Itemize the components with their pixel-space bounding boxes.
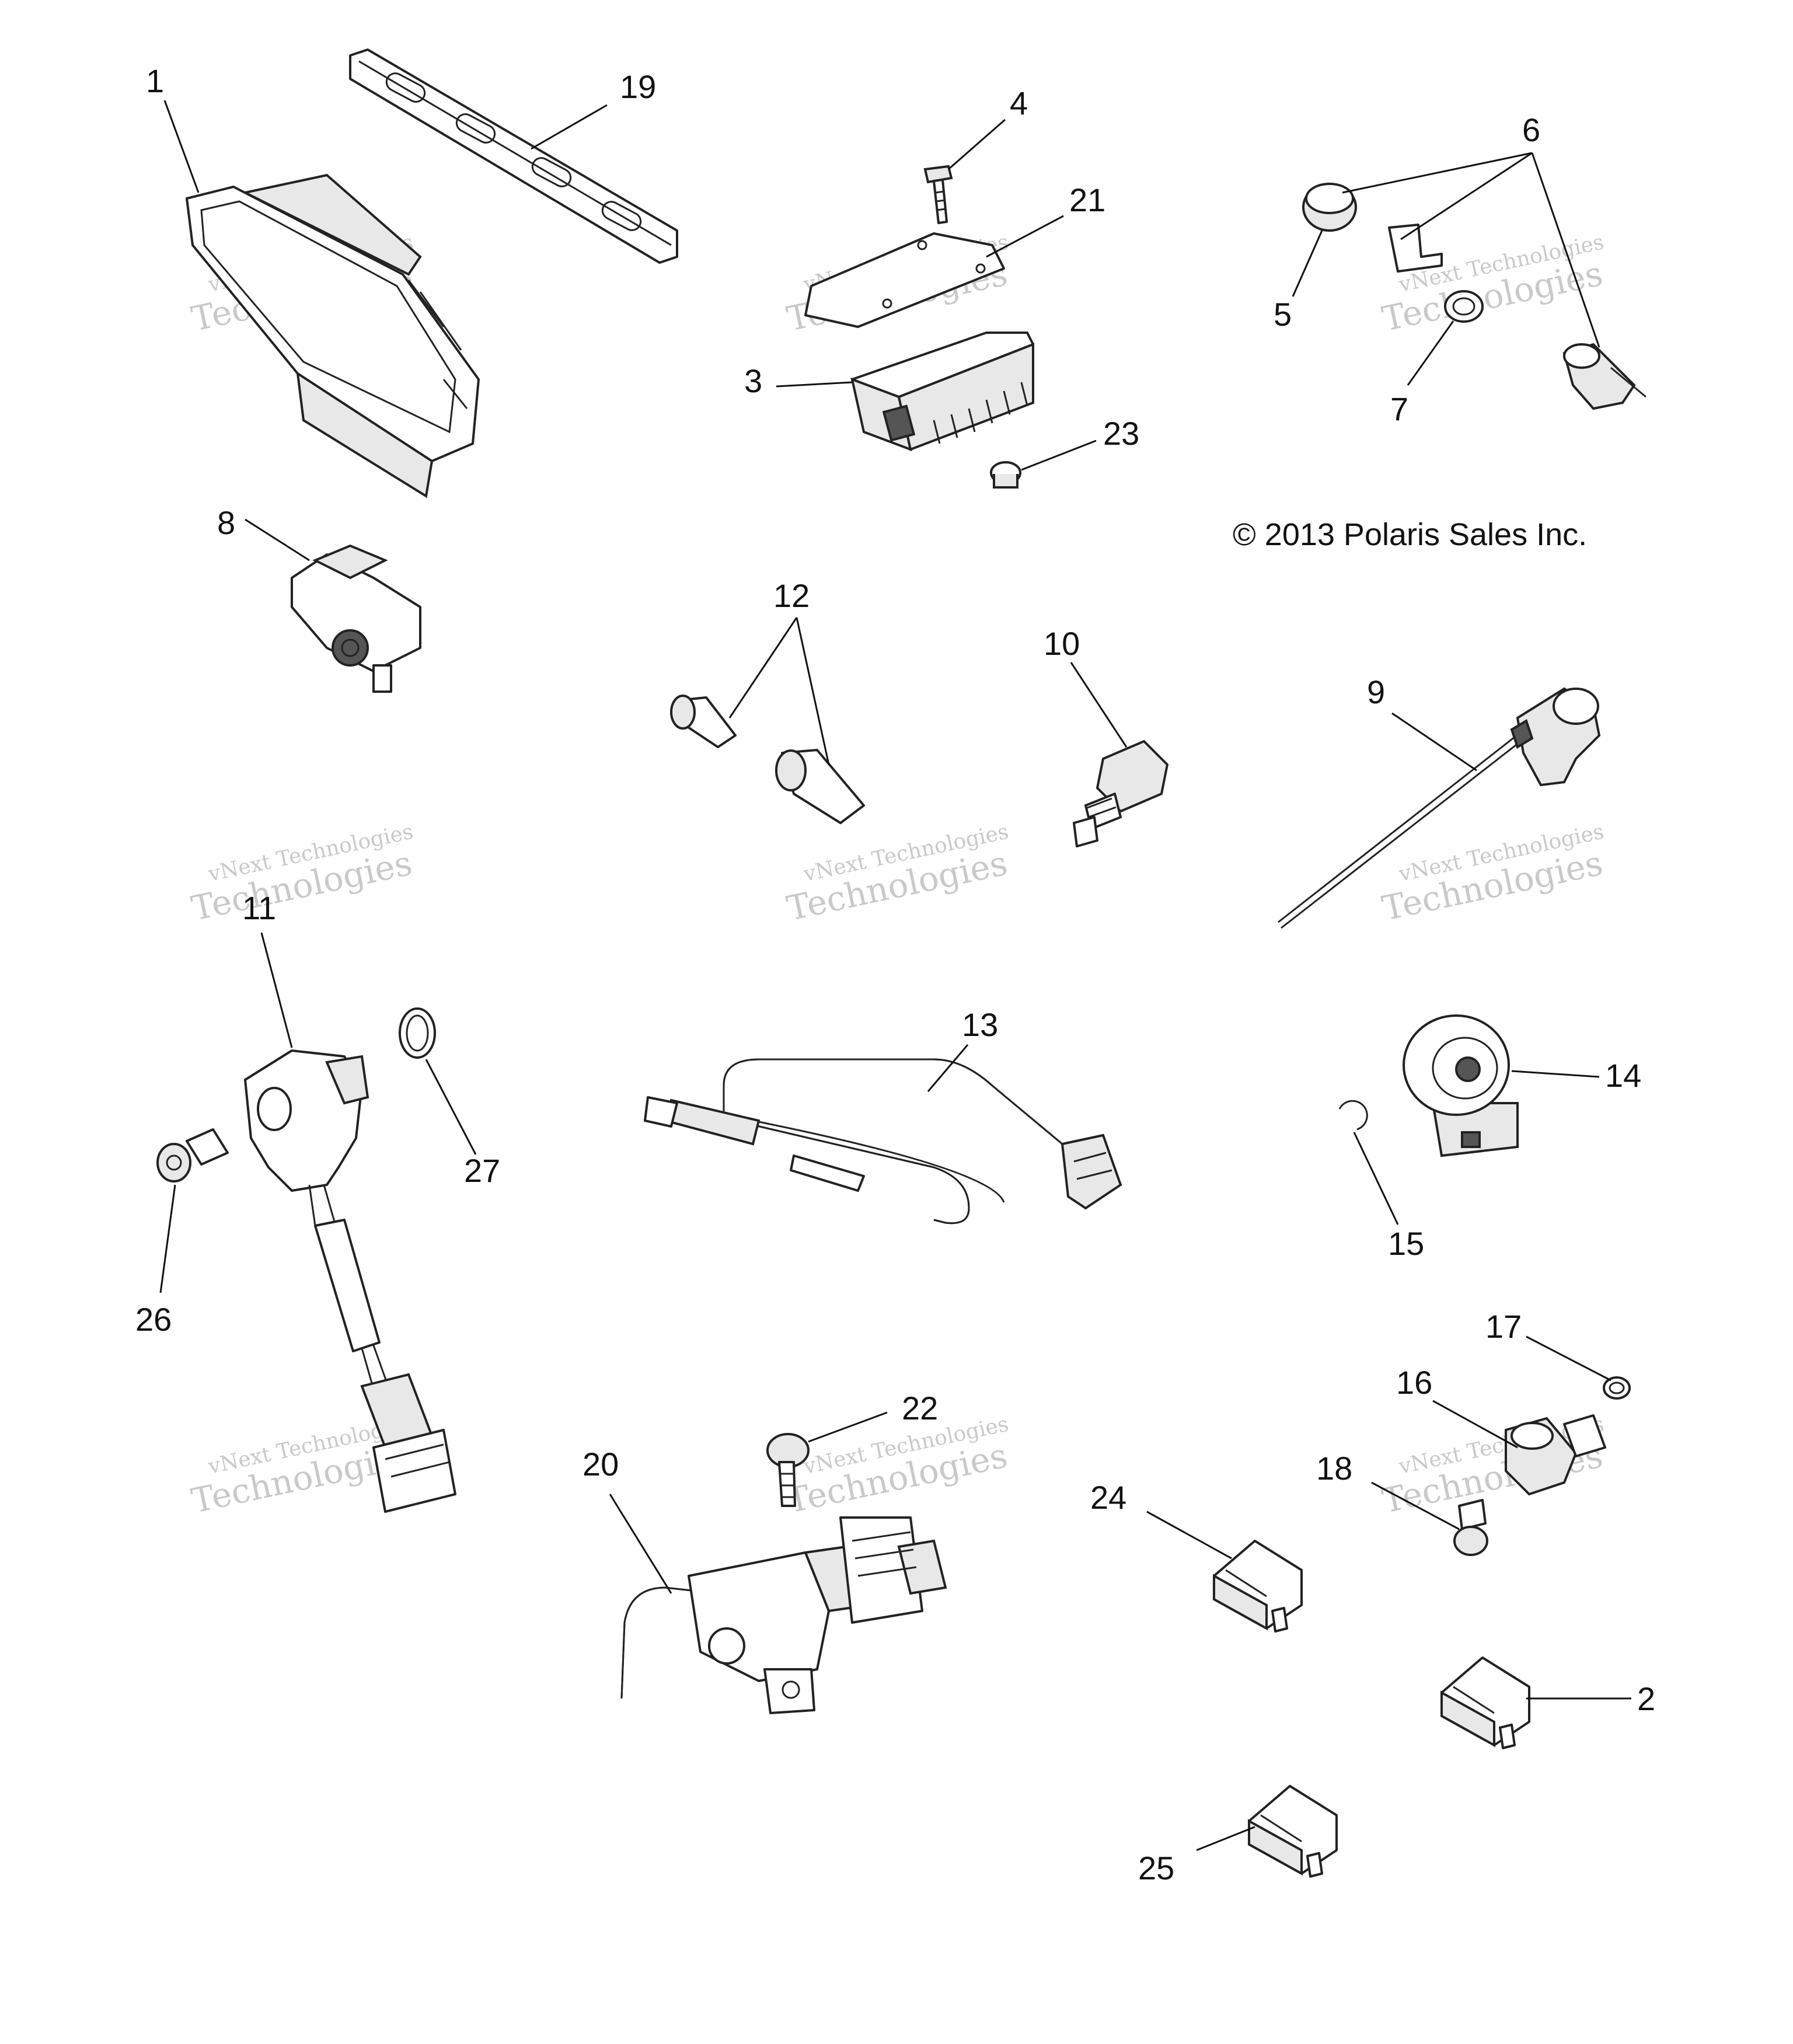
leader-line-6 — [1342, 152, 1600, 348]
callout-26: 26 — [135, 1301, 172, 1338]
leader-line-21 — [986, 215, 1064, 258]
callout-10: 10 — [1044, 625, 1080, 662]
part-14-knock-sensor — [1403, 1014, 1519, 1157]
part-15-e-clip — [1338, 1100, 1368, 1131]
leader-line-15 — [1353, 1132, 1399, 1225]
copyright-notice: © 2013 Polaris Sales Inc. — [1233, 517, 1587, 552]
leader-line-23 — [1021, 440, 1097, 471]
part-10-temperature-sensor — [1073, 740, 1169, 847]
callout-14: 14 — [1605, 1057, 1641, 1094]
callout-7: 7 — [1390, 390, 1408, 427]
leader-line-26 — [159, 1184, 176, 1293]
part-1-ecu-module — [186, 173, 480, 498]
callout-2: 2 — [1637, 1680, 1655, 1717]
callout-25: 25 — [1138, 1850, 1174, 1886]
part-19-bracket-strap — [349, 48, 678, 264]
leader-line-20 — [609, 1494, 672, 1594]
part-27-o-ring — [399, 1007, 436, 1059]
leader-line-18 — [1371, 1481, 1460, 1530]
callout-1: 1 — [146, 62, 164, 99]
callout-15: 15 — [1388, 1225, 1424, 1262]
callout-4: 4 — [1010, 85, 1028, 121]
part-24-relay — [1213, 1540, 1303, 1633]
callout-3: 3 — [744, 362, 762, 399]
part-16-speed-sensor — [1505, 1414, 1606, 1496]
part-21-cover-plate — [804, 232, 1005, 328]
part-18-bolt — [1453, 1499, 1488, 1556]
callout-12: 12 — [773, 577, 810, 614]
part-11-throttle-position-sensor — [244, 1049, 456, 1513]
part-22-screw — [766, 1433, 810, 1507]
part-25-relay — [1248, 1785, 1338, 1878]
callout-6: 6 — [1522, 111, 1540, 148]
part-20-idle-air-control-valve — [620, 1516, 947, 1714]
part-13-wiring-harness — [644, 1058, 1122, 1225]
part-3-regulator-box — [850, 332, 1034, 452]
callout-22: 22 — [902, 1390, 938, 1426]
leader-line-12 — [728, 617, 830, 765]
leader-line-14 — [1511, 1070, 1600, 1078]
callout-13: 13 — [962, 1006, 998, 1043]
part-9-crank-position-sensor — [1278, 687, 1601, 929]
leader-line-19 — [531, 104, 608, 150]
leader-line-25 — [1196, 1826, 1255, 1851]
callout-18: 18 — [1316, 1450, 1352, 1487]
leader-line-3 — [776, 381, 853, 388]
part-2-relay — [1440, 1656, 1530, 1749]
part-12-connector-pins — [670, 695, 865, 824]
callout-20: 20 — [582, 1446, 619, 1483]
leader-line-27 — [425, 1059, 477, 1155]
callout-11: 11 — [242, 890, 276, 926]
callout-21: 21 — [1069, 182, 1105, 218]
callout-27: 27 — [464, 1152, 500, 1189]
leader-line-17 — [1526, 1335, 1611, 1382]
part-8-map-sensor — [291, 544, 421, 693]
leader-line-8 — [245, 518, 310, 561]
leader-line-11 — [260, 932, 293, 1048]
part-23-grommet — [990, 461, 1021, 489]
leader-line-9 — [1391, 712, 1477, 772]
part-17-o-ring — [1603, 1376, 1631, 1400]
callout-23: 23 — [1103, 415, 1139, 452]
leader-line-22 — [808, 1411, 888, 1443]
leader-line-4 — [948, 118, 1006, 170]
callout-17: 17 — [1485, 1308, 1522, 1345]
part-4-screw — [923, 165, 953, 224]
leader-line-16 — [1432, 1400, 1518, 1449]
callout-19: 19 — [620, 68, 656, 105]
callout-16: 16 — [1396, 1364, 1432, 1401]
callout-24: 24 — [1090, 1479, 1126, 1516]
leader-line-7 — [1407, 320, 1454, 386]
leader-line-13 — [927, 1044, 969, 1092]
callout-9: 9 — [1367, 674, 1385, 710]
callout-8: 8 — [217, 504, 235, 541]
part-6-bracket-clip — [1388, 224, 1443, 273]
part-26-bolt — [156, 1128, 229, 1183]
part-5-cap — [1302, 183, 1357, 232]
part-6-sensor-plug — [1562, 343, 1647, 410]
leader-line-10 — [1070, 662, 1128, 748]
leader-line-1 — [163, 100, 200, 193]
leader-line-24 — [1146, 1511, 1232, 1560]
leader-line-5 — [1292, 230, 1323, 297]
callout-5: 5 — [1274, 296, 1292, 333]
part-7-washer — [1444, 290, 1484, 323]
